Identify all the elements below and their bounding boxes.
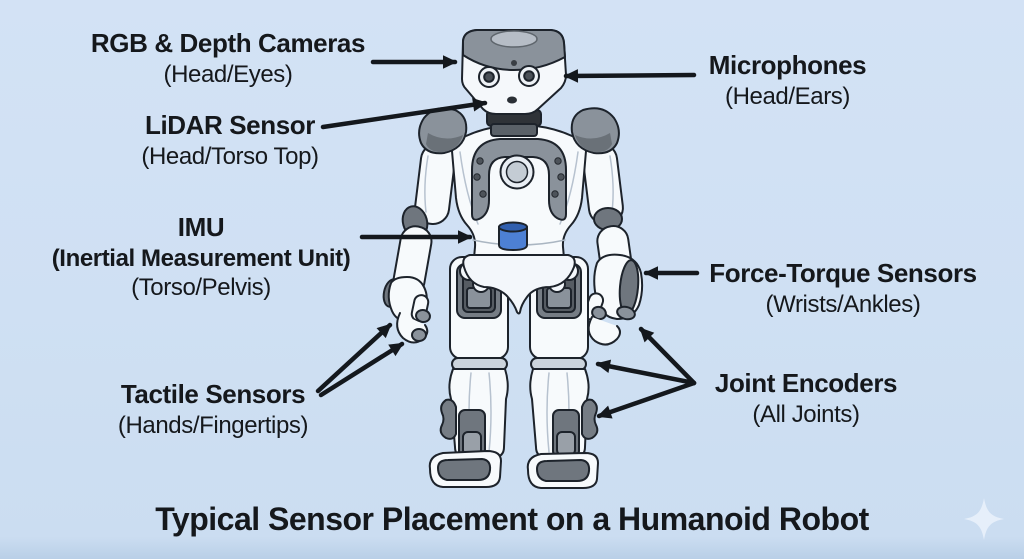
arrow-lidar [320,98,488,130]
label-joint-encoders: Joint Encoders (All Joints) [678,368,934,429]
label-microphones: Microphones (Head/Ears) [655,50,920,111]
label-location: (Wrists/Ankles) [765,290,921,318]
annotation-arrows [315,55,700,419]
label-force-torque-sensors: Force-Torque Sensors (Wrists/Ankles) [685,258,1001,319]
label-imu: IMU (Inertial Measurement Unit) (Torso/P… [18,212,384,302]
robot-head [461,29,567,115]
label-location: (Head/Torso Top) [141,142,319,170]
label-expansion: (Inertial Measurement Unit) [51,244,351,272]
robot-illustration [382,29,644,489]
label-tactile-sensors: Tactile Sensors (Hands/Fingertips) [35,379,391,440]
sparkle-icon [964,498,1004,540]
arrow-tactile-1 [315,322,393,394]
label-location: (Hands/Fingertips) [117,411,309,439]
robot-right-arm [582,143,644,346]
label-location: (Head/Eyes) [163,60,293,88]
label-lidar-sensor: LiDAR Sensor (Head/Torso Top) [60,110,400,171]
head-camera-dot [511,60,517,66]
robot-left-arm [382,143,456,344]
label-location: (Head/Ears) [725,82,850,110]
label-location: (Torso/Pelvis) [131,273,271,301]
imu-belly-panel [498,226,528,251]
arrow-joint-encoders-hand [638,326,697,386]
label-title: Force-Torque Sensors [709,258,977,288]
label-title: IMU [177,212,225,242]
label-title: RGB & Depth Cameras [90,28,366,58]
robot-legs [428,254,599,489]
label-rgb-depth-cameras: RGB & Depth Cameras (Head/Eyes) [50,28,406,89]
label-title: Microphones [708,50,867,80]
diagram-title: Typical Sensor Placement on a Humanoid R… [155,501,869,537]
label-location: (All Joints) [752,400,860,428]
robot-torso [451,124,587,259]
robot-mouth [507,96,517,104]
label-title: Tactile Sensors [120,379,306,409]
arrow-tactile-2 [318,341,405,398]
label-title: Joint Encoders [714,368,898,398]
arrow-joint-encoders-knee [595,359,697,386]
label-title: LiDAR Sensor [144,110,315,140]
arrow-joint-encoders-ankle [596,380,697,419]
arrow-microphones [563,69,697,83]
